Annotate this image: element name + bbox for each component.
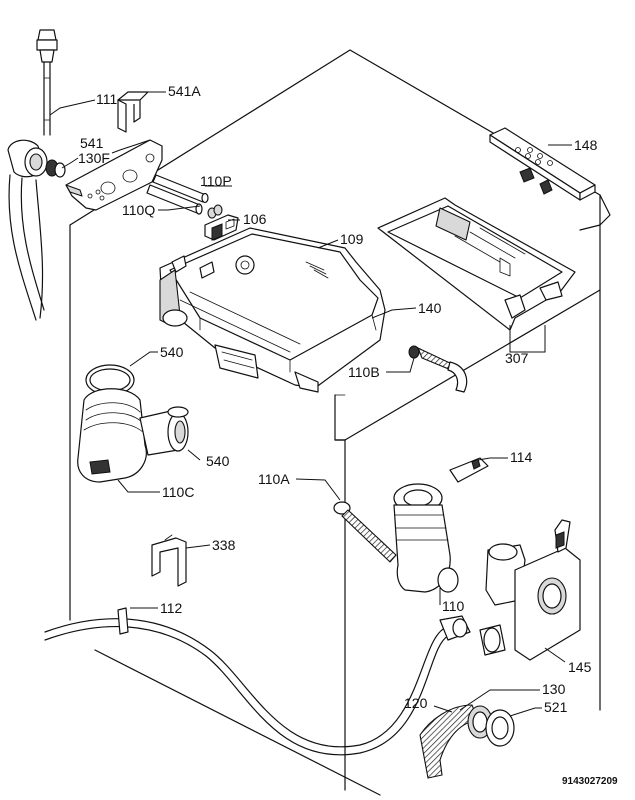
cabinet-outline — [69, 49, 611, 796]
drawer-307 — [377, 197, 576, 331]
bellows-110c — [77, 364, 189, 483]
label-106: 106 — [243, 211, 267, 227]
label-521: 521 — [544, 699, 568, 715]
label-120: 120 — [404, 695, 428, 711]
label-110: 110 — [442, 598, 465, 614]
label-114: 114 — [510, 449, 533, 465]
elbow-130f — [7, 139, 66, 321]
label-540-bottom: 540 — [206, 453, 230, 469]
cap-521 — [485, 709, 515, 747]
label-111: 111 — [96, 91, 117, 107]
lid-148 — [489, 127, 596, 201]
label-110q: 110Q — [122, 202, 155, 218]
label-112: 112 — [160, 600, 183, 616]
label-130: 130 — [542, 681, 566, 697]
hose-110a — [333, 501, 397, 563]
label-307: 307 — [505, 350, 529, 366]
valve-106 — [204, 214, 239, 241]
hose-110b — [408, 345, 468, 393]
label-110c: 110C — [162, 484, 194, 500]
part-labels: 111 541A 541 130F 110P 110Q 106 109 148 … — [78, 83, 618, 787]
label-130f: 130F — [78, 150, 110, 166]
label-110a: 110A — [258, 471, 290, 487]
flange-541 — [65, 139, 163, 211]
label-145: 145 — [568, 659, 592, 675]
bracket-338 — [151, 534, 187, 587]
part-114 — [449, 457, 489, 483]
label-110b: 110B — [348, 364, 380, 380]
drawing-code: 9143027209 — [562, 776, 618, 787]
inlet-hose-111 — [36, 29, 58, 136]
label-148: 148 — [574, 137, 598, 153]
dispenser-housing-109 — [159, 227, 386, 393]
label-140: 140 — [418, 300, 442, 316]
label-338: 338 — [212, 537, 236, 553]
leader-lines — [49, 91, 572, 717]
label-541: 541 — [80, 135, 104, 151]
label-541a: 541A — [168, 83, 201, 99]
drain-hose-112 — [44, 607, 471, 756]
clip-541a — [117, 91, 149, 133]
label-109: 109 — [340, 231, 364, 247]
label-540-top: 540 — [160, 344, 184, 360]
sump-hose-110 — [393, 483, 459, 593]
label-110p: 110P — [200, 173, 232, 189]
pump-145 — [479, 519, 581, 661]
